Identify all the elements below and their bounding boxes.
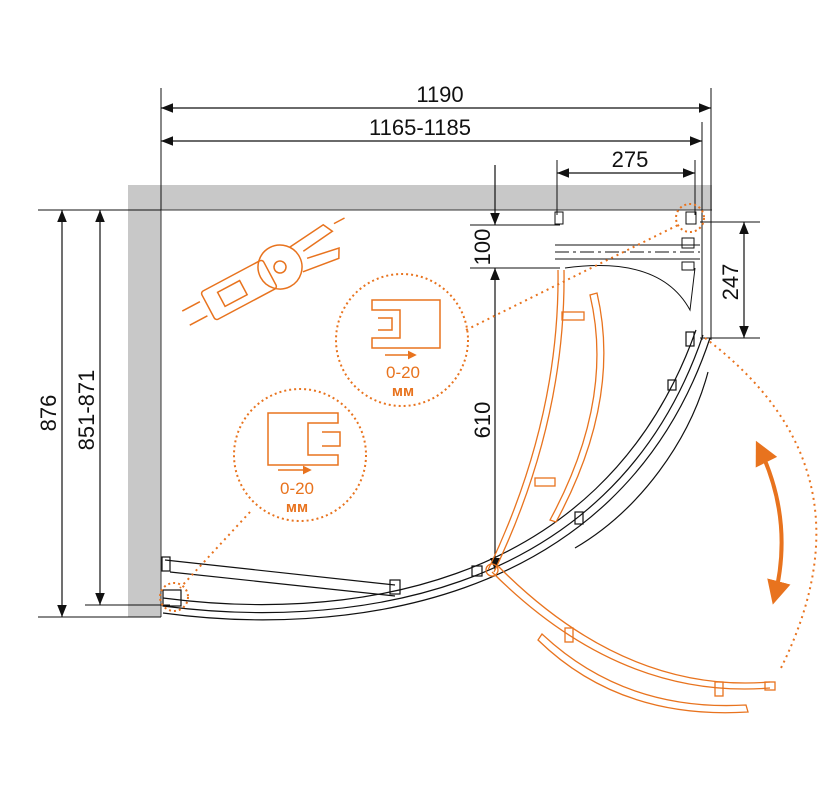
detail-callout-lower: 0-20 мм	[159, 388, 367, 612]
dim-inner-depth: 610	[470, 402, 495, 439]
dim-top-depth: 100	[470, 229, 495, 266]
upper-range-label: 0-20	[386, 363, 420, 382]
dim-adjust-height: 851-871	[74, 370, 99, 451]
dimension-lines	[57, 103, 749, 617]
fixed-glass-panels	[161, 329, 711, 621]
hinge-detail-sketch	[181, 217, 345, 326]
dim-side-offset: 275	[612, 147, 649, 172]
detail-callout-upper: 0-20 мм	[335, 203, 705, 407]
dim-right-depth: 247	[718, 264, 743, 301]
dim-total-height: 876	[36, 395, 61, 432]
door-swing-arrow	[755, 440, 791, 605]
sliding-door	[485, 269, 776, 714]
lower-range-label: 0-20	[280, 479, 314, 498]
upper-unit-label: мм	[392, 383, 414, 400]
top-profile	[554, 211, 700, 312]
dim-total-width: 1190	[416, 82, 463, 107]
lower-unit-label: мм	[286, 499, 308, 516]
extension-lines	[38, 88, 760, 618]
walls	[128, 185, 712, 617]
door-swing-path	[704, 337, 818, 671]
dim-adjust-width: 1165-1185	[369, 115, 471, 140]
